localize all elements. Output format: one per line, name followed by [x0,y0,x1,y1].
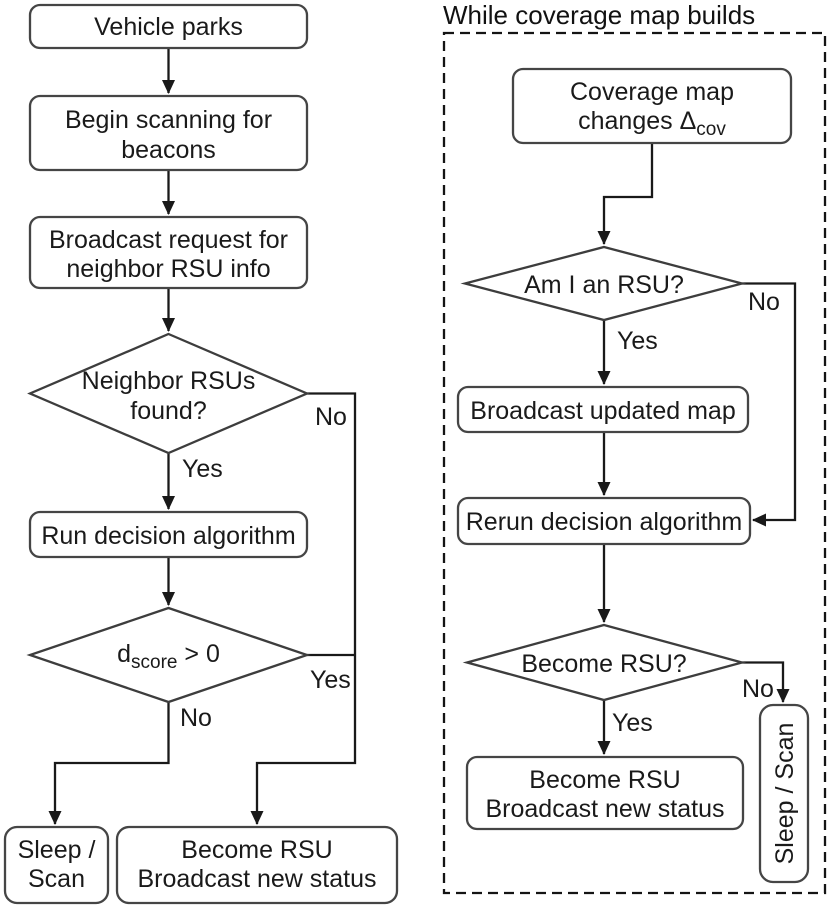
node-coverage-line2: changes Δcov [578,107,726,140]
label-become-rsu-no: No [742,675,774,703]
label-dscore-yes: Yes [310,666,351,694]
node-coverage-map-changes [511,67,793,145]
node-rerun-decision-label: Rerun decision algorithm [466,508,743,536]
node-rerun-decision-algorithm [456,496,752,546]
edge-become-no-to-sleep-scan [742,661,790,703]
decision-neighbor-rsus-found [27,332,310,455]
d-score-base: d [117,640,131,668]
node-begin-scanning-line1: Begin scanning for [65,106,272,134]
node-sleep-scan-vertical-label: Sleep / Scan [771,723,799,865]
node-run-decision-algorithm [28,510,309,559]
right-flowchart: While coverage map builds Coverage map c… [442,0,827,895]
node-coverage-line1: Coverage map [570,78,734,106]
node-run-decision-label: Run decision algorithm [41,522,295,550]
decision-become-rsu-label: Become RSU? [521,650,686,678]
decision-d-score [26,606,311,704]
label-am-i-rsu-yes: Yes [617,327,658,355]
coverage-line2-base: changes Δ [578,107,696,135]
region-title: While coverage map builds [443,0,755,30]
node-sleep-scan [3,825,110,905]
edge-am-i-rsu-no-to-rerun [742,282,797,527]
node-become-rsu-action-line1: Become RSU [529,766,680,794]
node-become-rsu-action-line2: Broadcast new status [485,795,724,823]
decision-am-i-an-rsu [460,245,747,322]
d-score-rest: > 0 [177,640,219,668]
node-become-rsu [115,825,399,905]
node-become-rsu-action [465,755,745,831]
coverage-line2-subscript: cov [696,119,726,140]
decision-d-score-label: dscore > 0 [117,640,220,673]
d-score-subscript: score [131,652,177,673]
node-broadcast-updated-label: Broadcast updated map [470,397,735,425]
node-become-rsu-line2: Broadcast new status [137,865,376,893]
dashed-region-border [442,31,827,895]
node-become-rsu-line1: Become RSU [181,836,332,864]
node-sleep-scan-line2: Scan [28,865,85,893]
node-vehicle-parks [28,3,309,50]
node-broadcast-updated-map [456,385,750,434]
label-become-rsu-yes: Yes [612,709,653,737]
left-flowchart: Vehicle parks Begin scanning for beacons… [3,3,399,905]
decision-become-rsu [462,623,747,702]
label-neighbor-no: No [315,403,347,431]
node-broadcast-request-line1: Broadcast request for [49,226,288,254]
label-am-i-rsu-no: No [748,288,780,316]
node-begin-scanning [28,94,309,172]
edge-dscore-no-to-sleep-scan [48,702,170,825]
label-neighbor-yes: Yes [182,455,223,483]
decision-neighbor-line1: Neighbor RSUs [82,367,256,395]
edge-neighbor-no-to-become-rsu [250,392,357,825]
node-broadcast-request [28,215,309,290]
node-sleep-scan-vertical [758,703,810,884]
node-sleep-scan-line1: Sleep / [18,836,96,864]
label-dscore-no: No [180,704,212,732]
node-begin-scanning-line2: beacons [121,136,216,164]
decision-neighbor-line2: found? [130,397,206,425]
node-broadcast-request-line2: neighbor RSU info [66,255,270,283]
edge-coverage-to-am-i-rsu [597,143,654,245]
decision-am-i-an-rsu-label: Am I an RSU? [524,271,684,299]
node-vehicle-parks-label: Vehicle parks [94,13,243,41]
